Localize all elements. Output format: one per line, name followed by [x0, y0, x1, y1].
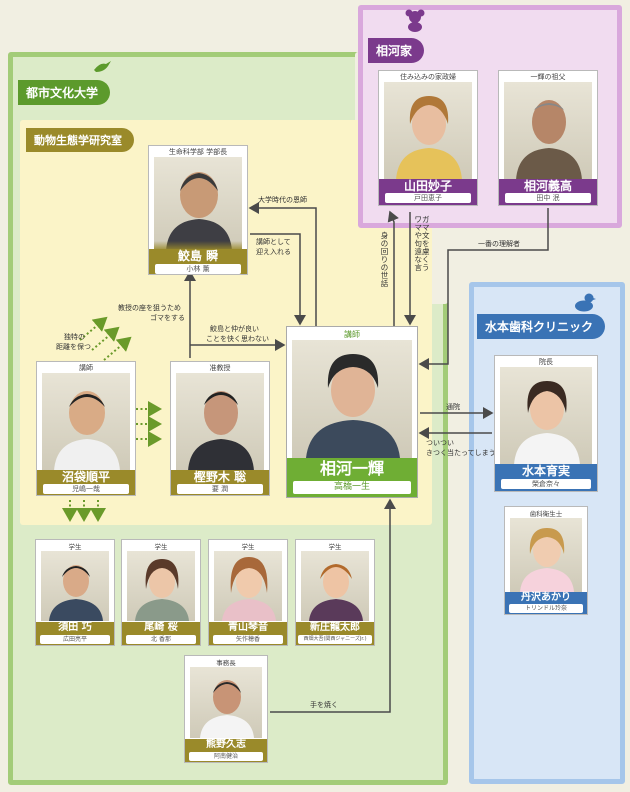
name-label: 相河一輝: [287, 458, 417, 480]
role-label: 住み込みの家政婦: [400, 73, 456, 81]
portrait: [190, 667, 262, 738]
actor-label: 阿南健治: [189, 752, 263, 761]
bird-icon: [92, 56, 112, 76]
role-label: 学生: [328, 543, 342, 551]
name-label: 尾崎 桜: [122, 622, 200, 634]
role-label: 講師: [79, 364, 93, 372]
name-label: 水本育実: [495, 464, 597, 478]
actor-label: トリンドル玲奈: [509, 604, 583, 613]
relation-helpful: 手を焼く: [310, 701, 338, 709]
actor-label: 戸田恵子: [385, 193, 471, 203]
role-label: 一輝の祖父: [530, 73, 566, 81]
name-label: 須田 巧: [36, 622, 114, 634]
relation-best-understander: 一番の理解者: [478, 240, 520, 248]
name-label: 新庄龍太郎: [296, 622, 374, 634]
card-tanzawa[interactable]: 歯科衛生士 丹沢あかり トリンドル玲奈: [504, 506, 588, 615]
name-label: 鮫島 瞬: [149, 249, 247, 263]
actor-label: 榮倉奈々: [501, 479, 591, 489]
relation-wagamama: ワガママや文句を遠慮なく言う: [414, 215, 430, 272]
relation-clash-2: きつく当たってしまう: [426, 449, 496, 457]
lab-label: 動物生態学研究室: [26, 128, 134, 152]
relation-clash-1: ついつい: [426, 439, 454, 447]
card-aoyama[interactable]: 学生 青山琴音 矢作穂香: [208, 539, 288, 646]
name-label: 沼袋順平: [37, 470, 135, 484]
portrait: [292, 340, 412, 458]
duck-icon: [574, 292, 596, 312]
actor-label: 矢作穂香: [213, 635, 283, 644]
card-shinjo[interactable]: 学生 新庄龍太郎 西畑大吾(関西ジャニーズJr.): [295, 539, 375, 646]
role-label: 事務長: [216, 659, 236, 667]
portrait: [510, 518, 582, 592]
role-label: 講師: [344, 330, 360, 339]
card-yamada[interactable]: 住み込みの家政婦 山田妙子 戸田恵子: [378, 70, 478, 206]
relation-dokutoku-2: 距離を保つ: [56, 343, 91, 351]
card-kumano[interactable]: 事務長 熊野久志 阿南健治: [184, 655, 268, 763]
portrait: [504, 82, 592, 180]
role-label: 学生: [241, 543, 255, 551]
actor-label: 高橋一生: [293, 481, 411, 494]
teddy-bear-icon: [404, 8, 426, 32]
role-label: 学生: [68, 543, 82, 551]
portrait: [127, 551, 195, 621]
portrait: [154, 157, 242, 251]
actor-label: 西畑大吾(関西ジャニーズJr.): [298, 635, 372, 644]
relation-invite-lecturer-1: 講師として: [256, 238, 291, 246]
portrait: [500, 367, 592, 465]
card-samejima[interactable]: 生命科学部 学部長 鮫島 瞬 小林 薫: [148, 145, 248, 275]
name-label: 丹沢あかり: [505, 592, 587, 604]
portrait: [301, 551, 369, 621]
actor-label: 北 香那: [126, 635, 196, 644]
portrait: [176, 373, 264, 471]
relation-jealous-1: 鮫島と仲が良い: [210, 325, 259, 333]
name-label: 熊野久志: [185, 739, 267, 751]
actor-label: 小林 薫: [155, 264, 241, 274]
card-numabukuro[interactable]: 講師 沼袋順平 児嶋一哉: [36, 361, 136, 496]
family-label: 相河家: [368, 38, 425, 63]
card-mizumoto[interactable]: 院長 水本育実 榮倉奈々: [494, 355, 598, 492]
relation-jealous-2: ことを快く思わない: [206, 335, 269, 343]
name-label: 相河義高: [499, 179, 597, 193]
portrait: [384, 82, 472, 180]
actor-label: 要 潤: [177, 484, 263, 494]
card-aikawa-yoshitaka[interactable]: 一輝の祖父 相河義高 田中 泯: [498, 70, 598, 206]
relation-caretaker: 身の回りの世話: [380, 231, 389, 288]
role-label: 学生: [154, 543, 168, 551]
actor-label: 広田亮平: [40, 635, 110, 644]
card-aikawa-ikki[interactable]: 講師 相河一輝 高橋一生: [286, 326, 418, 498]
name-label: 樫野木 聡: [171, 470, 269, 484]
portrait: [42, 373, 130, 471]
relation-ambition-1: 教授の座を狙うため: [118, 304, 181, 312]
card-suda[interactable]: 学生 須田 巧 広田亮平: [35, 539, 115, 646]
relation-ambition-2: ゴマをする: [150, 314, 185, 322]
role-label: 歯科衛生士: [529, 510, 563, 518]
relation-patient: 通院: [446, 403, 460, 411]
role-label: 生命科学部 学部長: [168, 148, 228, 156]
role-label: 院長: [539, 358, 553, 366]
portrait: [214, 551, 282, 621]
card-ozaki[interactable]: 学生 尾崎 桜 北 香那: [121, 539, 201, 646]
clinic-label: 水本歯科クリニック: [477, 314, 606, 339]
name-label: 山田妙子: [379, 179, 477, 193]
relation-invite-lecturer-2: 迎え入れる: [256, 248, 291, 256]
role-label: 准教授: [209, 364, 231, 372]
university-label: 都市文化大学: [18, 80, 111, 105]
relation-college-mentor: 大学時代の恩師: [258, 196, 307, 204]
actor-label: 児嶋一哉: [43, 484, 129, 494]
relation-dokutoku-1: 独特の: [64, 333, 85, 341]
portrait: [41, 551, 109, 621]
name-label: 青山琴音: [209, 622, 287, 634]
actor-label: 田中 泯: [505, 193, 591, 203]
card-kashinoki[interactable]: 准教授 樫野木 聡 要 潤: [170, 361, 270, 496]
